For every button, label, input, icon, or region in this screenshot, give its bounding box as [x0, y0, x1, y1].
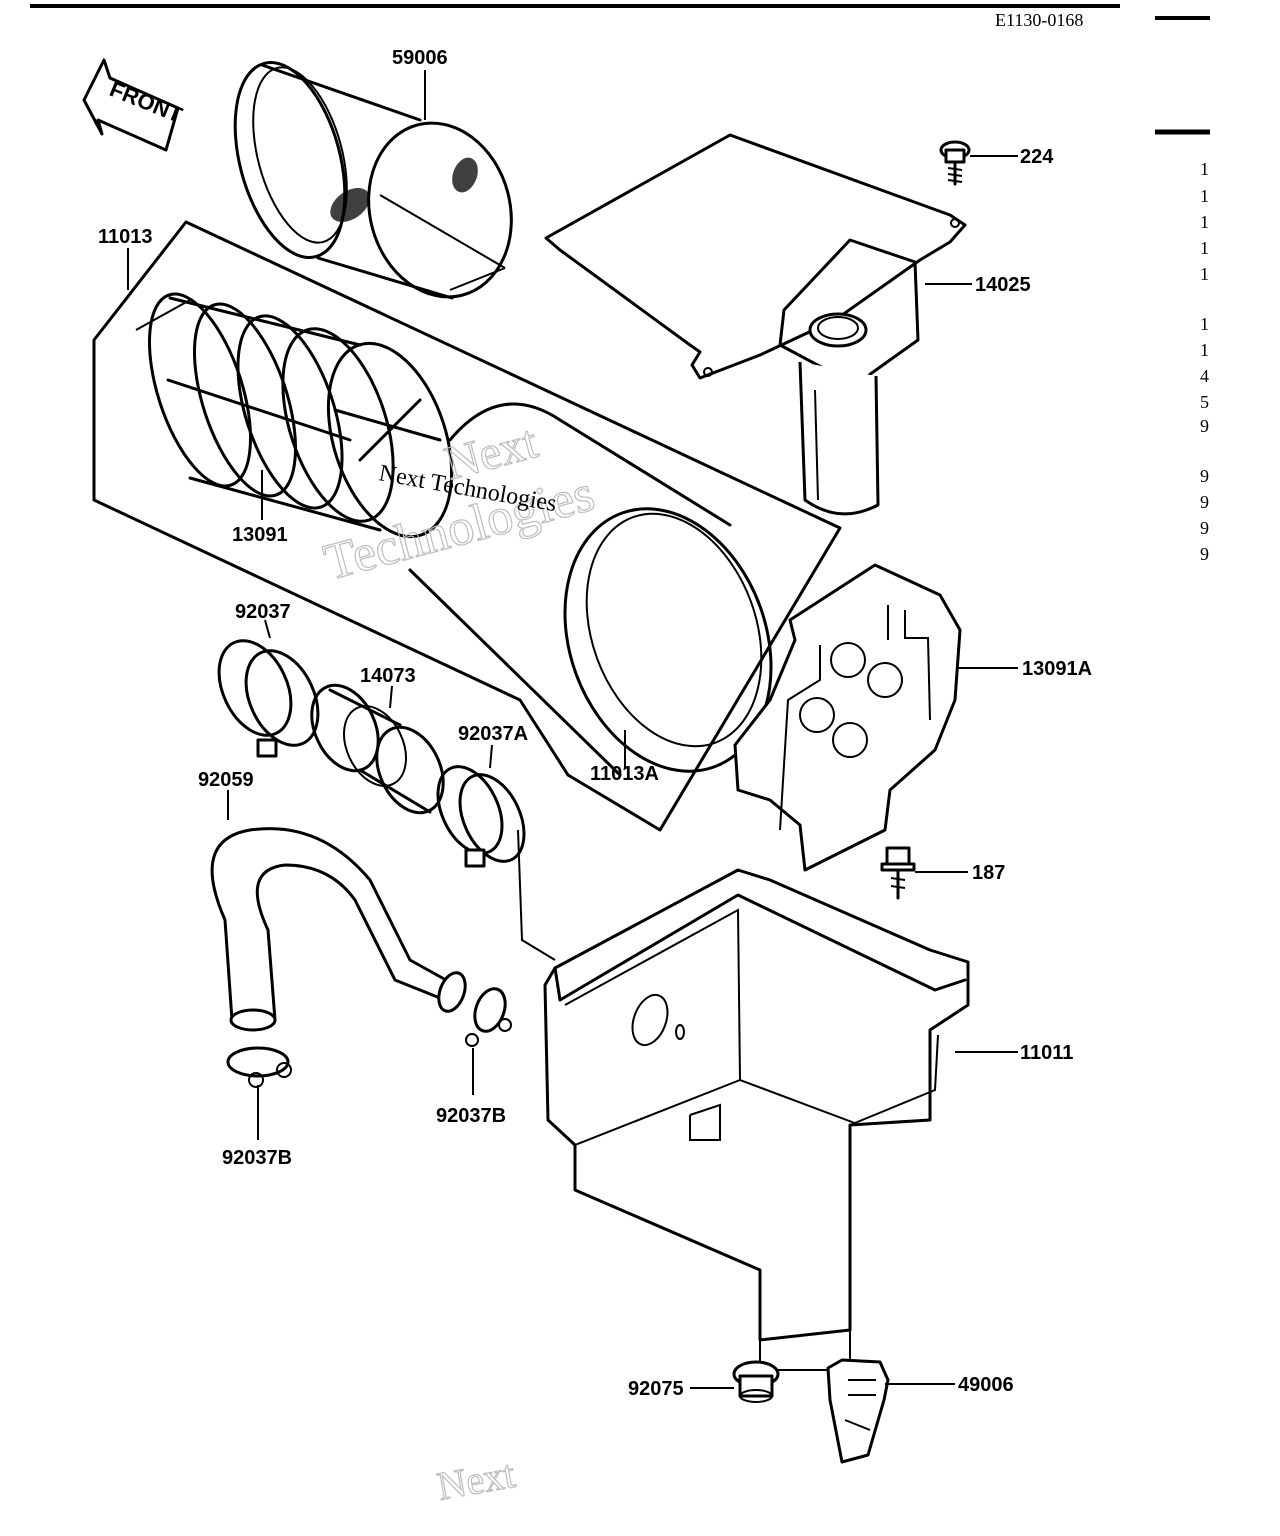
part-label-14073: 14073	[360, 665, 416, 687]
side-list-item: 5	[1200, 392, 1209, 412]
filter-plate-13091A	[733, 563, 962, 872]
side-list-item: 9	[1200, 416, 1209, 436]
part-label-59006: 59006	[392, 47, 448, 69]
side-list-item: 9	[1200, 518, 1209, 538]
clamp-92037B-left	[226, 1046, 292, 1088]
duct-14073	[310, 683, 445, 815]
leader-92037A	[489, 744, 493, 769]
side-list-item: 4	[1200, 366, 1209, 386]
assembly-guide-line	[517, 829, 556, 961]
grommet-92075	[732, 1360, 780, 1403]
leader-92037	[264, 619, 271, 639]
clamp-92037	[217, 639, 320, 758]
clamp-92037B-right	[465, 987, 512, 1047]
side-list-item: 1	[1200, 340, 1209, 360]
side-list-item: 1	[1200, 238, 1209, 258]
header-rules	[30, 4, 1210, 135]
side-list-item: 1	[1200, 159, 1209, 179]
watermark-bottom: Next	[434, 1451, 518, 1509]
hose-92059	[210, 827, 467, 1032]
bolt-224	[939, 140, 971, 186]
cover-plate-14025	[544, 133, 967, 516]
front-arrow-icon: FRONT	[82, 58, 186, 152]
side-list-item: 1	[1200, 186, 1209, 206]
watermark: Next Technologies Next Technologies Next	[318, 415, 601, 1510]
part-label-92075: 92075	[628, 1378, 684, 1400]
part-label-92037A: 92037A	[458, 723, 528, 745]
part-label-92037B-left: 92037B	[222, 1147, 292, 1169]
filter-element-11013A	[408, 402, 773, 777]
air-filter-screen-59006	[233, 61, 513, 300]
filter-frame-13091	[135, 292, 454, 539]
part-label-11011: 11011	[1020, 1042, 1073, 1064]
leader-14073	[389, 685, 393, 709]
drain-plug-49006	[826, 1358, 890, 1464]
part-label-14025: 14025	[975, 274, 1031, 296]
side-list-item: 1	[1200, 212, 1209, 232]
part-label-49006: 49006	[958, 1374, 1014, 1396]
filter-assembly-outline-11013	[92, 220, 842, 832]
air-box-case-11011	[543, 868, 970, 1371]
side-list-item: 1	[1200, 264, 1209, 284]
part-label-92037B-right: 92037B	[436, 1105, 506, 1127]
side-list-item: 9	[1200, 466, 1209, 486]
side-list-item: 1	[1200, 314, 1209, 334]
side-list-item: 9	[1200, 492, 1209, 512]
clamp-92037A	[436, 765, 526, 868]
bolt-187	[880, 846, 916, 900]
diagram-code: E1130-0168	[995, 10, 1083, 30]
part-label-187: 187	[972, 862, 1005, 884]
part-label-11013: 11013	[98, 226, 153, 248]
side-list-item: 9	[1200, 544, 1209, 564]
part-label-13091: 13091	[232, 524, 288, 546]
part-label-13091A: 13091A	[1022, 658, 1092, 680]
part-label-92037: 92037	[235, 601, 291, 623]
side-part-list: 1 1 1 1 1 1 1 4 5 9 9 9 9 9	[1200, 159, 1209, 564]
part-label-224: 224	[1020, 146, 1054, 168]
part-label-92059: 92059	[198, 769, 254, 791]
part-label-11013A: 11013A	[590, 763, 659, 785]
